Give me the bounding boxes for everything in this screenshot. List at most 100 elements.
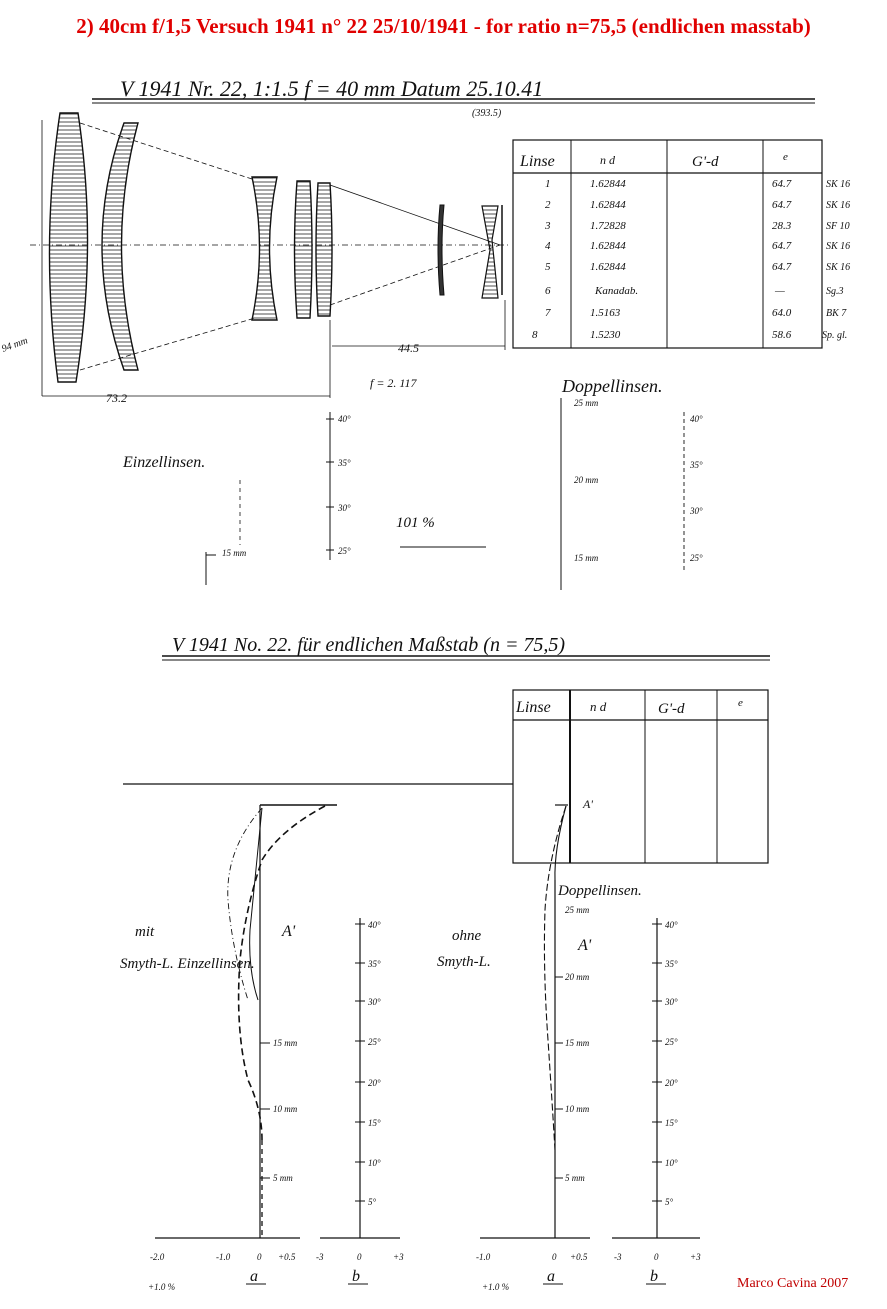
bottom-left-angle-30: 30°: [367, 997, 381, 1007]
top-left-angle-35: 35°: [337, 458, 351, 468]
bottom-right-angle-15: 15°: [665, 1118, 678, 1128]
dim-right: 44.5: [398, 341, 419, 355]
table-row-8-nd: 1.5230: [590, 329, 621, 341]
bottom-left-angle-15: 15°: [368, 1118, 381, 1128]
table-row-4-glass: SK 16: [826, 241, 850, 252]
table-row-6-linse: 6: [545, 285, 551, 297]
table-row-5-glass: SK 16: [826, 262, 850, 273]
table-row-7-nd: 1.5163: [590, 307, 621, 319]
top-heading: V 1941 Nr. 22, 1:1.5 f = 40 mm Datum 25.…: [120, 76, 543, 101]
bottom-right-angle-5: 5°: [665, 1197, 674, 1207]
bottom-table-label: A': [582, 797, 593, 811]
bottom-left-label-main: Smyth-L. Einzellinsen.: [120, 956, 255, 972]
bottom-right-label-double: Doppellinsen.: [557, 883, 642, 899]
marginal-ray-top: [79, 122, 256, 181]
ray-to-focus-top: [329, 184, 501, 246]
bottom-left-angle-35: 35°: [367, 959, 381, 969]
bottom-left-a-tick-p05: +0.5: [278, 1252, 296, 1262]
bottom-left-a-tick-m1: -1.0: [216, 1252, 231, 1262]
bottom-left-label-a: A': [281, 923, 296, 940]
bottom-right-label-top: ohne: [452, 928, 482, 944]
bottom-table-header-g-d: G'-d: [658, 701, 685, 717]
lens-1: [48, 112, 89, 383]
bottom-left-angle-25: 25°: [368, 1037, 381, 1047]
lens-7: [481, 205, 499, 299]
table-row-3-linse: 3: [544, 220, 551, 232]
top-left-note: 101 %: [396, 515, 435, 531]
table-row-8-linse: 8: [532, 329, 538, 341]
table-row-8-e: 58.6: [772, 329, 792, 341]
table-row-2-linse: 2: [545, 199, 551, 211]
top-right-angle-25: 25°: [690, 553, 703, 563]
bottom-right-percent: +1.0 %: [482, 1282, 509, 1292]
bottom-right-label-main: Smyth-L.: [437, 954, 491, 970]
top-right-mm-25: 25 mm: [574, 398, 599, 408]
top-right-angle-40: 40°: [690, 414, 703, 424]
bottom-table-header-linse: Linse: [515, 699, 551, 716]
bottom-left-a-tick-m2: -2.0: [150, 1252, 165, 1262]
bottom-right-b-tick-p3: +3: [690, 1252, 701, 1262]
bottom-left-mm-15: 15 mm: [273, 1038, 298, 1048]
bottom-left-percent: +1.0 %: [148, 1282, 175, 1292]
table-row-1-glass: SK 16: [826, 179, 850, 190]
top-note: f = 2. 117: [370, 376, 418, 390]
table-row-6-e: —: [774, 285, 785, 297]
bottom-right-b-label: b: [650, 1268, 658, 1285]
bottom-right-angle-20: 20°: [665, 1078, 678, 1088]
bottom-right-a-tick-m1: -1.0: [476, 1252, 491, 1262]
page-title: 2) 40cm f/1,5 Versuch 1941 n° 22 25/10/1…: [76, 14, 811, 38]
bottom-left-curve-solid: [249, 807, 263, 1001]
dim-bottom: 73.2: [106, 391, 127, 405]
bottom-left-b-tick-m3: -3: [316, 1252, 324, 1262]
bottom-left-a-label: a: [250, 1268, 258, 1285]
glass-table: [512, 139, 823, 349]
bottom-left-curve-dashed: [237, 805, 326, 1141]
bottom-left-b-tick-p3: +3: [393, 1252, 404, 1262]
bottom-left-b-label: b: [352, 1268, 360, 1285]
bottom-right-mm-15: 15 mm: [565, 1038, 590, 1048]
top-left-angle-40: 40°: [338, 414, 351, 424]
table-row-4-e: 64.7: [772, 240, 792, 252]
table-row-5-linse: 5: [545, 261, 551, 273]
lens-2: [101, 122, 139, 371]
lens-4: [293, 180, 313, 319]
table-row-1-e: 64.7: [772, 178, 792, 190]
bottom-right-a-tick-0: 0: [552, 1252, 557, 1262]
bottom-left-angle-20: 20°: [368, 1078, 381, 1088]
table-row-3-glass: SF 10: [826, 221, 850, 232]
bottom-left-b-tick-0: 0: [357, 1252, 362, 1262]
table-row-5-nd: 1.62844: [590, 261, 626, 273]
bottom-right-angle-25: 25°: [665, 1037, 678, 1047]
dim-left-vertical: 94 mm: [0, 335, 29, 355]
table-row-7-glass: BK 7: [826, 308, 847, 319]
bottom-left-angle-40: 40°: [368, 920, 381, 930]
table-row-2-glass: SK 16: [826, 200, 850, 211]
table-row-7-e: 64.0: [772, 307, 792, 319]
lens-3: [251, 176, 278, 321]
table-row-2-e: 64.7: [772, 199, 792, 211]
table-header-linse: Linse: [519, 153, 555, 170]
table-row-1-linse: 1: [545, 178, 551, 190]
top-sub-value: (393.5): [472, 108, 502, 119]
bottom-left-angle-10: 10°: [368, 1158, 381, 1168]
table-row-6-glass: Sg.3: [826, 286, 844, 297]
bottom-left-a-tick-0: 0: [257, 1252, 262, 1262]
bottom-left-label-top: mit: [135, 924, 155, 940]
bottom-right-b-tick-m3: -3: [614, 1252, 622, 1262]
ray-to-focus-bottom: [329, 244, 501, 306]
bottom-left-mm-10: 10 mm: [273, 1104, 298, 1114]
bottom-right-curve-solid: [554, 805, 567, 881]
lens-5: [315, 182, 333, 317]
table-row-2-nd: 1.62844: [590, 199, 626, 211]
table-row-4-linse: 4: [545, 240, 551, 252]
table-row-5-e: 64.7: [772, 261, 792, 273]
bottom-left-angle-5: 5°: [368, 1197, 377, 1207]
bottom-right-mm-5: 5 mm: [565, 1173, 585, 1183]
bottom-right-a-label: a: [547, 1268, 555, 1285]
table-row-4-nd: 1.62844: [590, 240, 626, 252]
bottom-table-header-nd: n d: [590, 699, 607, 714]
bottom-heading: V 1941 No. 22. für endlichen Maßstab (n …: [172, 634, 565, 656]
top-left-angle-25: 25°: [338, 546, 351, 556]
bottom-left-curve-dashdot: [227, 807, 263, 1001]
bottom-right-angle-30: 30°: [664, 997, 678, 1007]
